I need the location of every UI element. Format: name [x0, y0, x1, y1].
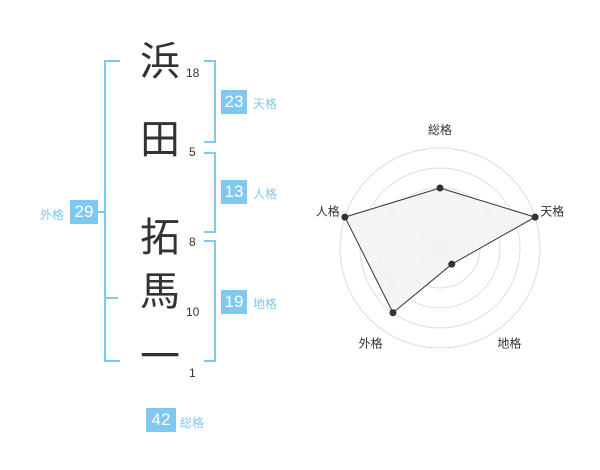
chikaku-value-badge: 19 — [221, 290, 247, 314]
stroke-count-5: 1 — [189, 366, 196, 380]
stroke-count-3: 8 — [189, 235, 196, 249]
soukaku-value-badge: 42 — [146, 408, 176, 432]
chikaku-label: 地格 — [253, 297, 278, 311]
radar-polygon — [344, 187, 537, 314]
radar-axis-label-3: 地格 — [497, 336, 521, 351]
tenkaku-label: 天格 — [253, 97, 278, 111]
radar-shape — [341, 184, 539, 317]
jinkaku-label: 人格 — [253, 187, 278, 201]
tenkaku-value-badge: 23 — [221, 90, 247, 114]
gaikaku-bracket — [104, 60, 120, 362]
stroke-count-1: 18 — [186, 66, 200, 80]
kanji-char-1: 浜 — [140, 39, 180, 85]
radar-point-2 — [531, 213, 539, 221]
stroke-count-4: 10 — [186, 305, 200, 319]
tenkaku-bracket — [204, 60, 216, 143]
jinkaku-value-badge: 13 — [221, 180, 247, 204]
radar-point-4 — [389, 309, 397, 317]
radar-axis-label-5: 人格 — [316, 204, 340, 219]
gaikaku-value-badge: 29 — [70, 200, 98, 224]
kanji-char-3: 拓 — [140, 215, 180, 261]
gaikaku-inner-tick — [104, 297, 118, 299]
radar-point-3 — [448, 260, 456, 268]
gaikaku-bracket-connector — [96, 211, 104, 213]
radar-ring-5 — [339, 147, 541, 349]
kanji-char-2: 田 — [140, 117, 180, 163]
gaikaku-label: 外格 — [40, 208, 65, 222]
soukaku-label: 総格 — [180, 416, 205, 430]
jinkaku-bracket — [204, 152, 216, 233]
radar-point-1 — [436, 184, 444, 192]
stroke-count-2: 5 — [189, 145, 196, 159]
radar-axis-label-2: 天格 — [540, 204, 564, 219]
chikaku-bracket — [204, 240, 216, 362]
kanji-char-5: 一 — [140, 334, 180, 380]
radar-axis-label-1: 総格 — [428, 122, 452, 137]
radar-axis-label-4: 外格 — [359, 336, 383, 351]
kanji-char-4: 馬 — [140, 269, 180, 315]
radar-point-5 — [341, 213, 349, 221]
